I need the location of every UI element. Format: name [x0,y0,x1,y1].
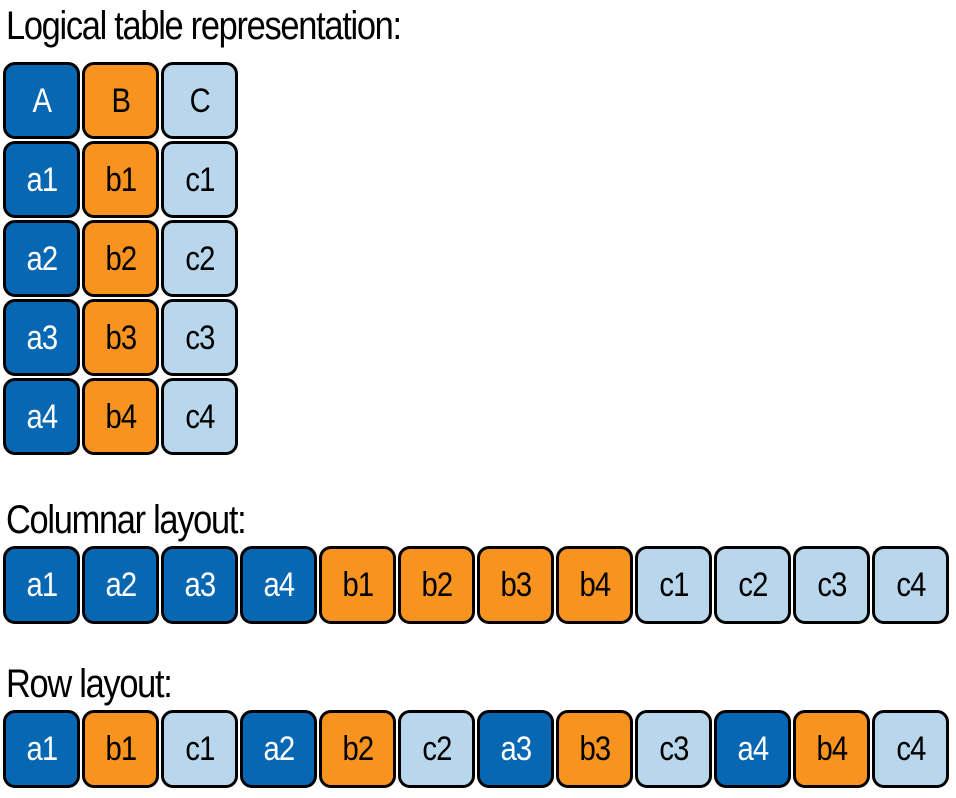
table-cell: b4 [82,378,159,455]
table-cell-label: b2 [105,239,137,278]
columnar-cell-label: b3 [500,566,532,604]
columnar-cell-label: a3 [184,566,216,604]
table-cell-label: a2 [26,239,58,278]
logical-table-heading: Logical table representation: [6,4,402,48]
table-cell: c1 [161,141,238,218]
row-cell: a3 [477,710,554,788]
row-cell-label: b4 [816,730,848,768]
row-cell-label: c4 [895,730,926,768]
columnar-cell: b2 [398,546,475,624]
columnar-cell: a2 [82,546,159,624]
row-cell: b1 [82,710,159,788]
row-layout-heading: Row layout: [6,662,173,706]
table-cell-label: b4 [105,397,137,436]
columnar-layout-heading: Columnar layout: [6,498,247,542]
columnar-cell-label: a4 [263,566,295,604]
columnar-cell-label: b2 [421,566,453,604]
table-cell: b1 [82,141,159,218]
row-cell: b3 [556,710,633,788]
table-cell: c4 [161,378,238,455]
columnar-cell: b3 [477,546,554,624]
table-header-cell-label: A [32,81,51,120]
columnar-cell-label: c2 [737,566,768,604]
row-cell: b4 [793,710,870,788]
row-cell-label: b1 [105,730,137,768]
columnar-cell: a3 [161,546,238,624]
table-cell: c3 [161,299,238,376]
columnar-cell: c4 [872,546,949,624]
table-cell-label: c2 [184,239,215,278]
row-cell-label: a2 [263,730,295,768]
row-cell: c4 [872,710,949,788]
table-cell: b3 [82,299,159,376]
columnar-cell: b4 [556,546,633,624]
table-cell-label: b3 [105,318,137,357]
table-cell: a3 [3,299,80,376]
columnar-cell-label: c1 [658,566,689,604]
table-header-cell: B [82,62,159,139]
table-header-cell: A [3,62,80,139]
table-header-cell-label: B [111,81,130,120]
row-cell-label: c3 [658,730,689,768]
columnar-cell-label: c4 [895,566,926,604]
table-header-cell: C [161,62,238,139]
table-cell: a1 [3,141,80,218]
table-cell-label: c3 [184,318,215,357]
row-cell: a1 [3,710,80,788]
row-cell: a2 [240,710,317,788]
table-cell: a2 [3,220,80,297]
table-cell-label: c4 [184,397,215,436]
columnar-cell-label: a1 [26,566,58,604]
row-cell-label: a4 [737,730,769,768]
row-cell-label: c2 [421,730,452,768]
row-cell: b2 [319,710,396,788]
row-cell-label: a3 [500,730,532,768]
row-cell: c2 [398,710,475,788]
row-cell-label: b3 [579,730,611,768]
columnar-cell-label: b1 [342,566,374,604]
table-cell-label: a1 [26,160,58,199]
columnar-cell-label: c3 [816,566,847,604]
table-cell-label: b1 [105,160,137,199]
columnar-cell-label: a2 [105,566,137,604]
table-cell: a4 [3,378,80,455]
table-cell: c2 [161,220,238,297]
row-cell-label: b2 [342,730,374,768]
columnar-layout-strip: a1 a2 a3 a4 b1 b2 b3 b4 c1 c2 c3 c4 [3,546,949,624]
table-cell-label: a3 [26,318,58,357]
table-cell-label: c1 [184,160,215,199]
columnar-cell: b1 [319,546,396,624]
columnar-cell: c2 [714,546,791,624]
columnar-cell: c1 [635,546,712,624]
columnar-cell-label: b4 [579,566,611,604]
columnar-cell: c3 [793,546,870,624]
columnar-cell: a1 [3,546,80,624]
row-layout-strip: a1 b1 c1 a2 b2 c2 a3 b3 c3 a4 b4 c4 [3,710,949,788]
row-cell-label: a1 [26,730,58,768]
table-cell: b2 [82,220,159,297]
columnar-cell: a4 [240,546,317,624]
table-cell-label: a4 [26,397,58,436]
row-cell-label: c1 [184,730,215,768]
row-cell: c1 [161,710,238,788]
row-cell: a4 [714,710,791,788]
table-header-cell-label: C [189,81,210,120]
row-cell: c3 [635,710,712,788]
